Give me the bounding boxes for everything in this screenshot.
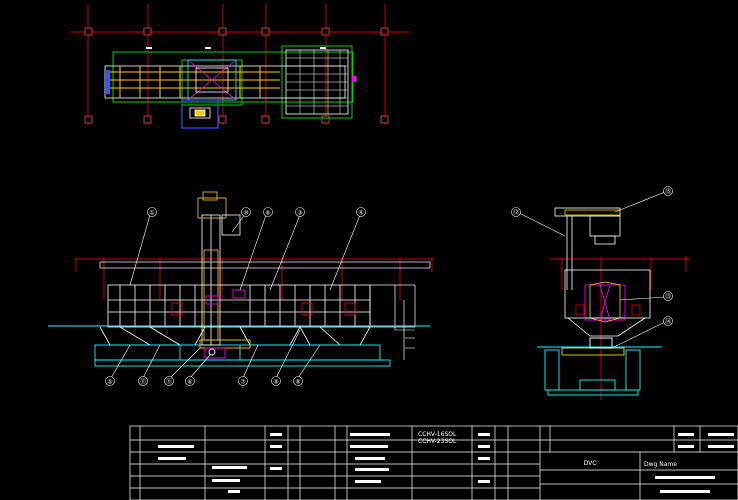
callout-3: ③ xyxy=(297,210,302,217)
front-screw-conveyor xyxy=(199,339,251,359)
side-callouts xyxy=(511,186,673,326)
callout-5: ⑤ xyxy=(107,379,112,386)
plan-grid-axes xyxy=(70,4,410,125)
dwg-name-label: Dwg Name xyxy=(644,461,677,468)
title-block: CCHV-16SOL CCHV-23SOL DVC Dwg Name xyxy=(129,425,738,500)
plan-cell-grid-right xyxy=(286,50,348,114)
callout-15: ⑮ xyxy=(665,188,671,196)
front-leader-lines xyxy=(110,212,361,379)
plan-motor xyxy=(189,107,211,119)
front-filter-body xyxy=(107,284,371,328)
side-top-conveyor xyxy=(554,207,621,290)
plan-filter-cells xyxy=(110,66,280,98)
plan-axis-bubbles xyxy=(84,27,389,124)
front-column-lines xyxy=(75,258,433,300)
callout-13: ⑬ xyxy=(665,293,671,301)
callout-11-a: ⑪ xyxy=(140,378,146,386)
front-callouts-top xyxy=(147,207,366,217)
callout-10: ⑩ xyxy=(243,210,248,217)
side-screw-conveyor xyxy=(561,337,625,356)
side-tank-body xyxy=(564,269,651,337)
plan-blue-end-mark xyxy=(106,70,110,94)
spec-line-2: CCHV-23SOL xyxy=(418,438,457,445)
callout-1: ① xyxy=(149,210,154,217)
plan-view xyxy=(70,4,410,129)
title-block-frame xyxy=(129,425,738,500)
side-elevation: ⑫ ⑮ ⑬ ⑭ xyxy=(511,186,690,400)
front-callouts-bottom xyxy=(105,376,303,386)
callout-11-b: ⑪ xyxy=(166,378,172,386)
side-leader-lines xyxy=(518,191,666,349)
callout-8: ⑧ xyxy=(295,379,300,386)
title-block-text-bars xyxy=(158,433,734,493)
drawing-title: DVC xyxy=(584,460,597,467)
plan-small-dim-marks xyxy=(146,47,356,82)
front-red-doors xyxy=(171,302,356,316)
callout-9: ⑨ xyxy=(273,379,278,386)
side-red-openings xyxy=(575,304,641,316)
front-elevation: ① ⑩ ⑥ ③ ④ ⑤ ⑪ ⑪ ⑥ ⑦ ⑨ ⑧ xyxy=(48,191,435,386)
front-foundation xyxy=(48,325,430,367)
callout-6-top: ⑥ xyxy=(265,210,270,217)
front-end-section xyxy=(369,284,416,360)
front-level-marks xyxy=(395,329,415,349)
callout-12: ⑫ xyxy=(513,209,519,217)
side-column-lines xyxy=(561,256,687,400)
callout-7: ⑦ xyxy=(240,379,246,386)
callout-6-bottom: ⑥ xyxy=(187,379,192,386)
plan-blue-foundation xyxy=(181,99,219,129)
spec-line-1: CCHV-16SOL xyxy=(418,431,457,438)
callout-4: ④ xyxy=(358,210,363,217)
side-foundation xyxy=(537,346,662,396)
front-bucket-elevator xyxy=(197,191,246,346)
front-hoppers xyxy=(99,326,371,346)
callout-14: ⑭ xyxy=(665,318,671,326)
